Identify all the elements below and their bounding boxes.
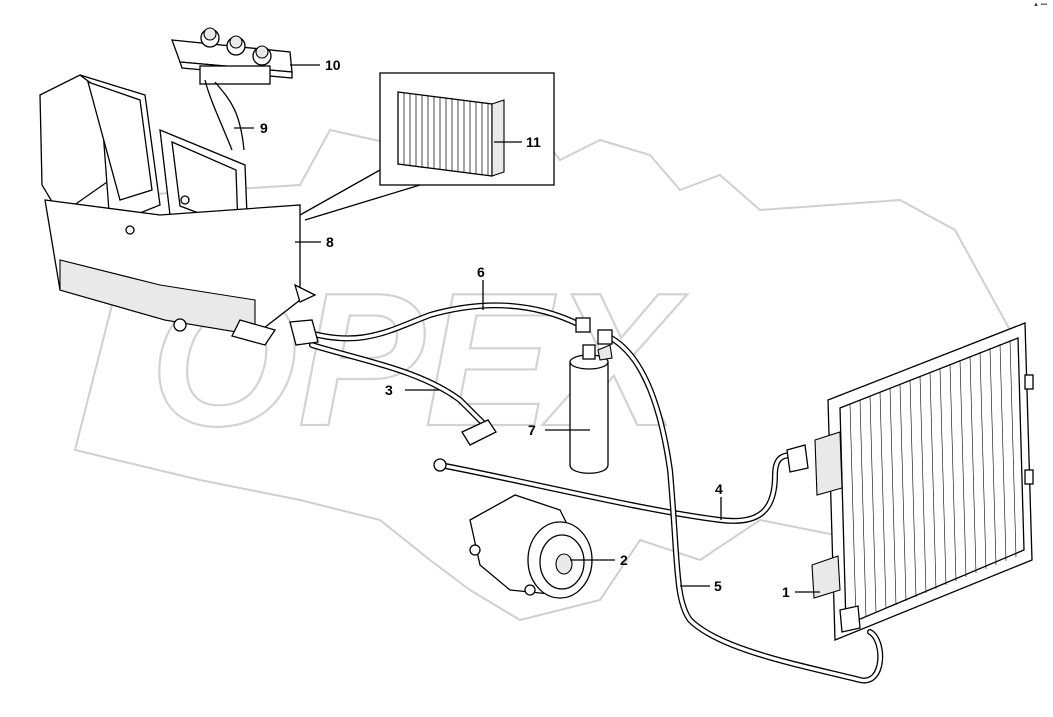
hose-3 [289,319,497,446]
callout-5: 5 [714,578,722,594]
corner-mark: ▲ ▪▪▪ [1033,2,1047,8]
callout-3: 3 [385,382,393,398]
callouts: 1 2 3 4 5 6 7 8 9 10 11 [260,57,790,600]
callout-2: 2 [620,552,628,568]
callout-1: 1 [782,584,790,600]
receiver-drier [569,344,613,474]
callout-9: 9 [260,120,268,136]
callout-10: 10 [325,57,341,73]
condenser [786,322,1034,641]
callout-4: 4 [715,481,723,497]
callout-11: 11 [526,134,541,150]
hose-4 [433,452,798,524]
hose-6 [297,302,591,342]
callout-7: 7 [528,422,536,438]
leader-lines [234,64,820,593]
hvac-unit [39,74,317,346]
callout-6: 6 [477,264,485,280]
callout-8: 8 [326,234,334,250]
compressor [469,494,593,599]
cabin-filter-inset [299,72,555,221]
hose-5 [597,329,884,684]
control-panel [171,27,293,151]
